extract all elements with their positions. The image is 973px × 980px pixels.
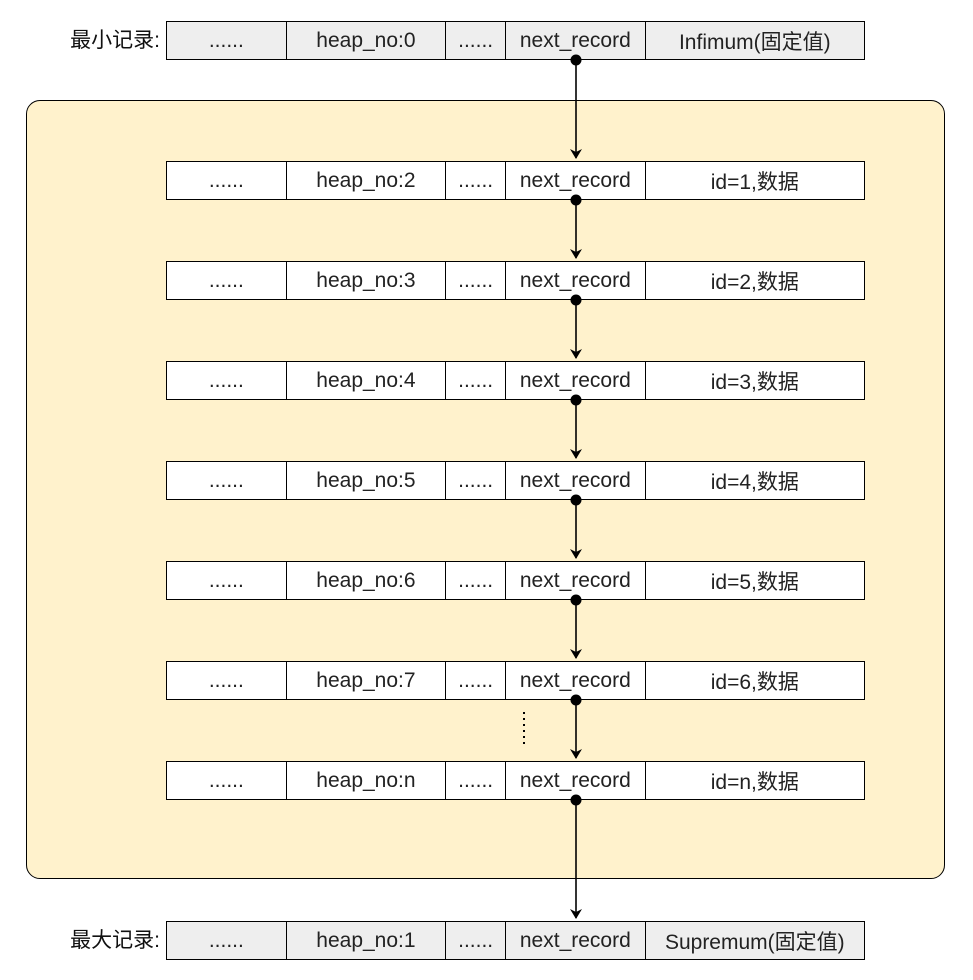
user-record-row: ...... heap_no:n ...... next_record id=n… [166, 761, 865, 800]
infimum-heap-no: heap_no:0 [287, 22, 447, 59]
record-next-record: next_record [506, 162, 646, 199]
infimum-record-row: ...... heap_no:0 ...... next_record Infi… [166, 21, 865, 60]
record-heap-no: heap_no:n [287, 762, 447, 799]
record-field-3: ...... [446, 562, 507, 599]
infimum-next-record: next_record [506, 22, 646, 59]
record-heap-no: heap_no:4 [287, 362, 447, 399]
record-field-3: ...... [446, 462, 507, 499]
pointer-origin-dot [570, 394, 582, 406]
record-field-3: ...... [446, 362, 507, 399]
pointer-origin-dot [570, 194, 582, 206]
pointer-origin-dot [570, 594, 582, 606]
record-data: id=n,数据 [710, 770, 799, 794]
record-field-3: ...... [446, 162, 507, 199]
record-field-1: ...... [167, 562, 287, 599]
record-data: id=6,数据 [710, 670, 799, 694]
user-record-row: ...... heap_no:5 ...... next_record id=4… [166, 461, 865, 500]
record-field-1: ...... [167, 662, 287, 699]
user-record-row: ...... heap_no:7 ...... next_record id=6… [166, 661, 865, 700]
record-field-1: ...... [167, 162, 287, 199]
record-next-record: next_record [506, 762, 646, 799]
record-next-record: next_record [506, 662, 646, 699]
record-next-record: next_record [506, 362, 646, 399]
user-record-row: ...... heap_no:3 ...... next_record id=2… [166, 261, 865, 300]
supremum-heap-no: heap_no:1 [287, 922, 447, 959]
infimum-field-3: ...... [446, 22, 507, 59]
supremum-field-3: ...... [446, 922, 507, 959]
record-data: id=1,数据 [710, 170, 799, 194]
record-field-1: ...... [167, 262, 287, 299]
infimum-value: Infimum(固定值) [678, 30, 831, 54]
record-next-record: next_record [506, 562, 646, 599]
record-heap-no: heap_no:6 [287, 562, 447, 599]
record-field-1: ...... [167, 362, 287, 399]
record-field-1: ...... [167, 762, 287, 799]
pointer-origin-dot [570, 54, 582, 66]
user-record-row: ...... heap_no:4 ...... next_record id=3… [166, 361, 865, 400]
supremum-value: Supremum(固定值) [664, 930, 845, 954]
record-field-3: ...... [446, 262, 507, 299]
user-record-row: ...... heap_no:6 ...... next_record id=5… [166, 561, 865, 600]
max-record-label: 最大记录: [70, 929, 160, 952]
infimum-field-1: ...... [167, 22, 287, 59]
user-record-row: ...... heap_no:2 ...... next_record id=1… [166, 161, 865, 200]
supremum-field-1: ...... [167, 922, 287, 959]
record-data: id=4,数据 [710, 470, 799, 494]
record-field-1: ...... [167, 462, 287, 499]
pointer-origin-dot [570, 694, 582, 706]
record-field-3: ...... [446, 662, 507, 699]
record-heap-no: heap_no:3 [287, 262, 447, 299]
record-data: id=3,数据 [710, 370, 799, 394]
supremum-next-record: next_record [506, 922, 646, 959]
record-data: id=5,数据 [710, 570, 799, 594]
record-heap-no: heap_no:5 [287, 462, 447, 499]
pointer-origin-dot [570, 294, 582, 306]
pointer-origin-dot [570, 794, 582, 806]
supremum-record-row: ...... heap_no:1 ...... next_record Supr… [166, 921, 865, 960]
record-data: id=2,数据 [710, 270, 799, 294]
pointer-origin-dot [570, 494, 582, 506]
min-record-label: 最小记录: [70, 29, 160, 52]
record-heap-no: heap_no:7 [287, 662, 447, 699]
record-next-record: next_record [506, 262, 646, 299]
record-field-3: ...... [446, 762, 507, 799]
record-heap-no: heap_no:2 [287, 162, 447, 199]
record-next-record: next_record [506, 462, 646, 499]
